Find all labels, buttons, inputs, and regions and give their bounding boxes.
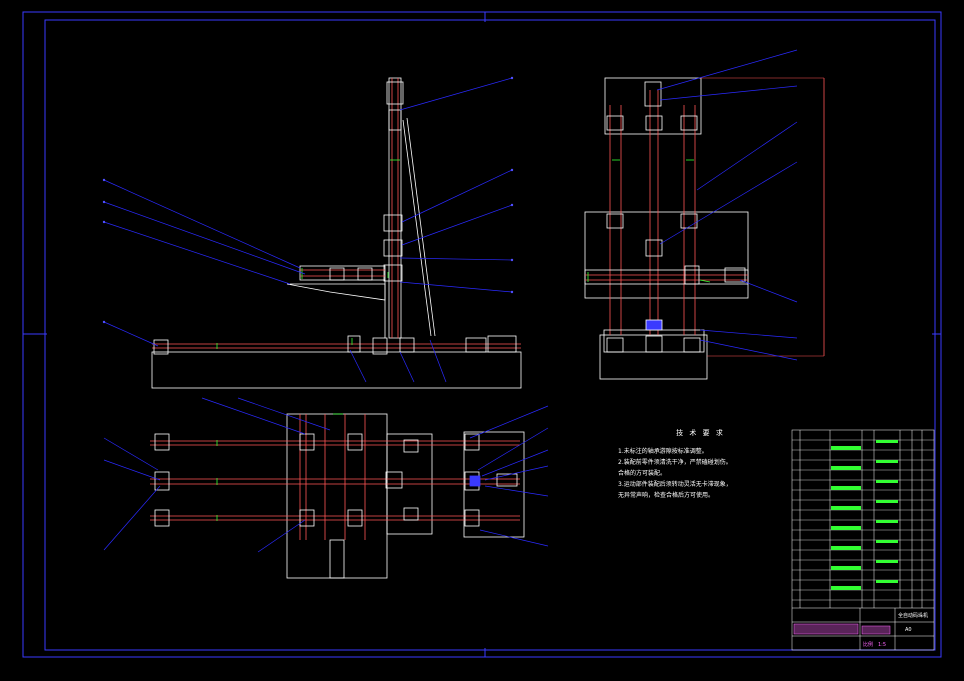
top-view: [150, 413, 525, 579]
technical-notes-title: 技 术 要 求: [676, 429, 725, 437]
top-view-leaders: [103, 397, 549, 553]
technical-note-line: 合格的方可装配。: [618, 470, 667, 477]
technical-note-line: 3.运动部件装配后须转动灵活无卡滞现象，: [618, 481, 732, 488]
technical-note-line: 2.装配前零件须清洗干净，严禁磕碰划伤。: [618, 459, 732, 466]
title-block: [792, 607, 934, 650]
side-view-leaders: [656, 49, 798, 361]
side-view: [584, 77, 825, 380]
technical-note-line: 无异常声响，检查合格后方可使用。: [618, 492, 715, 499]
parts-list-table: [791, 429, 935, 651]
parts-list-cells: [831, 440, 898, 590]
front-view-callout-dots: [102, 76, 514, 324]
front-view-leaders: [103, 77, 513, 383]
drawing-title: 全自动码垛机: [898, 612, 928, 619]
parts-list-rows: [792, 439, 934, 601]
scale-value: 1:5: [878, 642, 886, 648]
scale-label: 比例: [863, 641, 873, 648]
front-view: [151, 77, 522, 389]
sheet-frame: [22, 11, 942, 658]
technical-notes: 技 术 要 求 1.未标注的轴承游隙按标准调整。 2.装配前零件须清洗干净，严禁…: [618, 428, 783, 501]
drawing-number: A0: [905, 627, 912, 633]
technical-note-line: 1.未标注的轴承游隙按标准调整。: [618, 448, 708, 455]
